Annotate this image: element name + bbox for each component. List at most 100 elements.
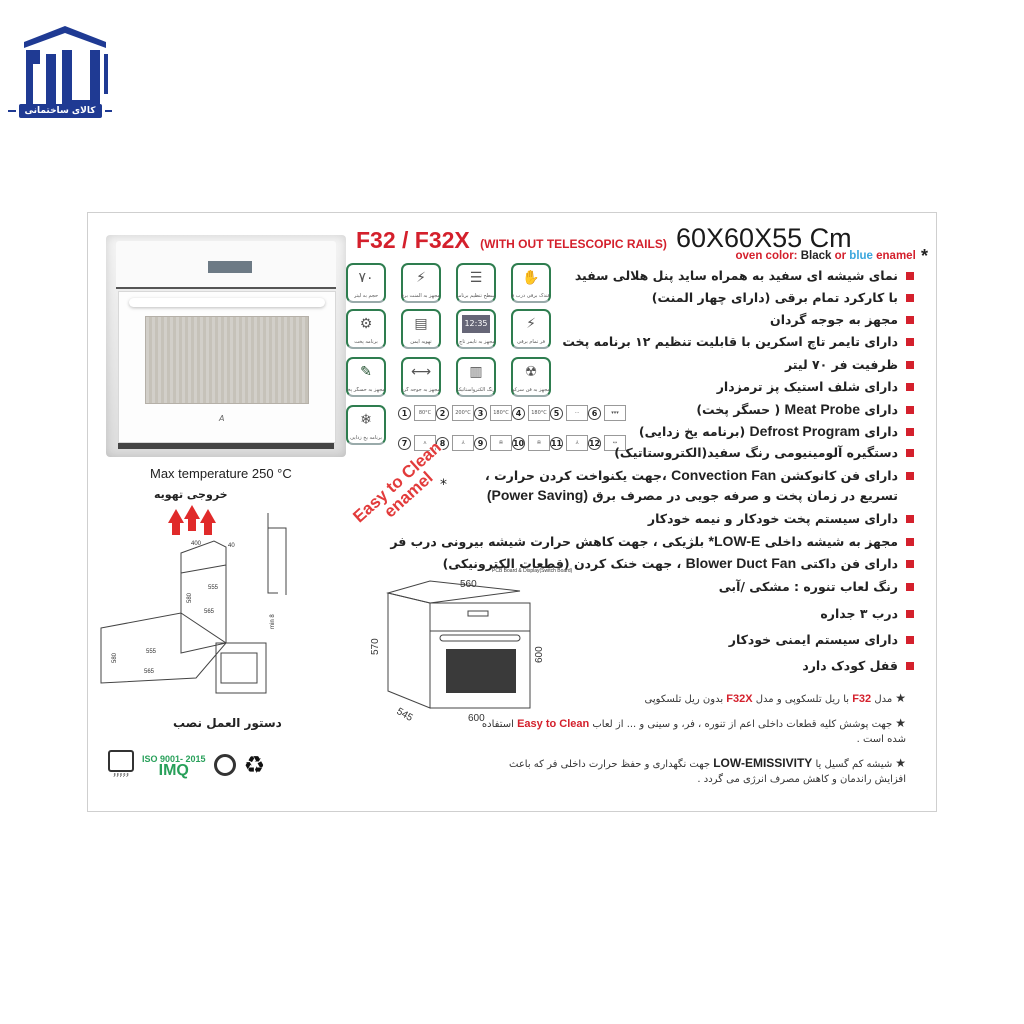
- oven-display: [208, 261, 252, 273]
- bullet-icon: [906, 272, 914, 280]
- bullet-icon: [906, 294, 914, 302]
- model-title: F32 / F32X (WITH OUT TELESCOPIC RAILS): [356, 227, 667, 254]
- cooking-mode-12: 12↔: [588, 435, 626, 451]
- convection-fan-icon: ☢مجهز به فن سرکولاسیون: [511, 357, 551, 397]
- svg-text:400: 400: [191, 541, 202, 547]
- feature-item: نمای شیشه ای سفید به همراه ساید پنل هلال…: [575, 268, 914, 283]
- oven-color-blue: blue: [849, 250, 873, 262]
- feature-item: ظرفیت فر ۷۰ لیتر: [785, 357, 914, 372]
- seal-icon: [213, 753, 236, 776]
- svg-text:555: 555: [208, 585, 219, 591]
- bullet-icon: [906, 428, 914, 436]
- dimensions-heading: 60X60X55 Cm: [676, 223, 852, 253]
- defrost-icon: ❄برنامه یخ زدایی: [346, 405, 386, 445]
- feature-item: رنگ لعاب تنوره : مشکی /آبی: [719, 579, 914, 594]
- oven-color-or: or: [834, 250, 847, 262]
- oven-color-enamel: enamel: [876, 250, 916, 262]
- bullet-icon: [906, 515, 914, 523]
- feature-item: دارای Meat Probe ( حسگر پخت): [696, 401, 914, 417]
- certification-logos: ۶۶۶۶۶ ISO 9001- 2015 IMQ ♻: [108, 750, 265, 779]
- tagline-text: کالای ساختمانی: [18, 104, 102, 118]
- model-name: F32 / F32X: [356, 227, 470, 253]
- feature-item: مجهز به جوجه گردان: [770, 312, 914, 327]
- oven-color-line: oven color: Black or blue enamel *: [736, 246, 928, 267]
- bullet-icon: [906, 338, 914, 346]
- bullet-icon: [906, 636, 914, 644]
- cooking-mode-8: 8⅄: [436, 435, 474, 451]
- svg-text:565: 565: [144, 669, 155, 675]
- feature-item: درب ۳ جداره: [820, 606, 914, 621]
- bullet-icon: [906, 610, 914, 618]
- feature-item: دارای فن کانوکشن Convection Fan ،جهت یکن…: [485, 467, 914, 483]
- cooking-mode-6: 6▾▾▾: [588, 405, 626, 421]
- footnote-item: ★جهت پوشش کلیه قطعات داخلی اعم از تنوره …: [481, 716, 906, 745]
- iso-imq-logo: ISO 9001- 2015 IMQ: [142, 753, 206, 779]
- feature-item: دارای شلف استیک پز ترمزدار: [717, 379, 914, 394]
- svg-text:565: 565: [204, 609, 215, 615]
- footnote-item: ★شیشه کم گسیل یا LOW-EMISSIVITY جهت نگهد…: [509, 756, 906, 785]
- oven-base: [118, 443, 334, 449]
- oven-color-black: Black: [800, 250, 832, 262]
- cooking-mode-11: 11⅄: [550, 435, 588, 451]
- feature-item: دستگیره آلومینیومی رنگ سفید(الکتروستاتیک…: [614, 445, 914, 460]
- cooking-mode-9: 9✇: [474, 435, 512, 451]
- footnotes: ★مدل F32 با ریل تلسکوپی و مدل F32X بدون …: [476, 691, 906, 796]
- svg-text:40: 40: [228, 543, 235, 549]
- svg-text:580: 580: [187, 592, 193, 603]
- svg-text:min 8: min 8: [270, 614, 276, 629]
- bullet-icon: [906, 538, 914, 546]
- bullet-icon: [906, 662, 914, 670]
- igniter-icon: ✋فندک برقی درب فر: [511, 263, 551, 303]
- bullet-icon: [906, 583, 914, 591]
- feature-item: مجهز به شیشه داخلی LOW-E* بلژیکی ، جهت ک…: [390, 533, 914, 549]
- electrostatic-paint-icon: ▥رنگ الکترواستاتیک: [456, 357, 496, 397]
- oven-color-label: oven color:: [735, 250, 798, 262]
- installation-diagram: 400 40 555 580 565 555 580 565 min 8: [100, 505, 287, 694]
- bullet-icon: [906, 560, 914, 568]
- logo-tagline: کالای ساختمانی: [8, 101, 112, 121]
- pcb-note: PCB Board & Display(Switch Board): [492, 568, 573, 574]
- cooking-mode-7: 7⋏: [398, 435, 436, 451]
- svg-text:600: 600: [468, 713, 485, 723]
- bullet-icon: [906, 361, 914, 369]
- oven-window: [145, 316, 309, 404]
- bullet-icon: [906, 316, 914, 324]
- meat-probe-icon: ✎مجهز به حسگر پخت: [346, 357, 386, 397]
- svg-text:580: 580: [112, 652, 118, 663]
- feature-item: دارای سیستم ایمنی خودکار: [729, 632, 914, 647]
- feature-item-continuation: تسریع در زمان پخت و صرفه جویی در مصرف بر…: [486, 487, 898, 503]
- rotisserie-icon: ⟷مجهز به جوجه گردان: [401, 357, 441, 397]
- electric-oven-icon: ⚡فر تمام برقی: [511, 309, 551, 349]
- cooking-program-icon: ⚙برنامه پخت: [346, 309, 386, 349]
- installation-title: دستور العمل نصب: [173, 716, 282, 730]
- feature-item: با کارکرد تمام برقی (دارای چهار المنت): [652, 290, 914, 305]
- feature-item: دارای تایمر تاچ اسکرین با قابلیت تنظیم ۱…: [562, 334, 914, 349]
- brand-mark: A: [219, 414, 225, 423]
- oven-dimension-drawing: 560 570 600 545 600: [370, 579, 545, 723]
- standard-mark-icon: ۶۶۶۶۶: [108, 750, 134, 779]
- bullet-icon: [906, 406, 914, 414]
- svg-text:600: 600: [534, 646, 545, 663]
- feature-item: قفل کودک دارد: [802, 658, 914, 673]
- bullet-icon: [906, 449, 914, 457]
- svg-text:570: 570: [370, 638, 381, 655]
- svg-text:545: 545: [395, 706, 415, 723]
- asterisk-icon: *: [920, 246, 928, 266]
- svg-text:560: 560: [460, 579, 477, 590]
- building-logo-icon: [24, 26, 108, 114]
- model-note: (WITH OUT TELESCOPIC RAILS): [480, 237, 667, 251]
- feature-item: دارای سیستم پخت خودکار و نیمه خودکار: [648, 511, 914, 526]
- door-handle: [129, 298, 325, 307]
- ventilation-icon: ▤تهویه ایمن: [401, 309, 441, 349]
- asterisk-icon: *: [440, 477, 447, 493]
- bullet-icon: [906, 383, 914, 391]
- svg-text:555: 555: [146, 649, 157, 655]
- product-spec-card: F32 / F32X (WITH OUT TELESCOPIC RAILS) 6…: [87, 212, 937, 812]
- feature-item: دارای فن داکتی Blower Duct Fan ، جهت خنک…: [443, 555, 914, 571]
